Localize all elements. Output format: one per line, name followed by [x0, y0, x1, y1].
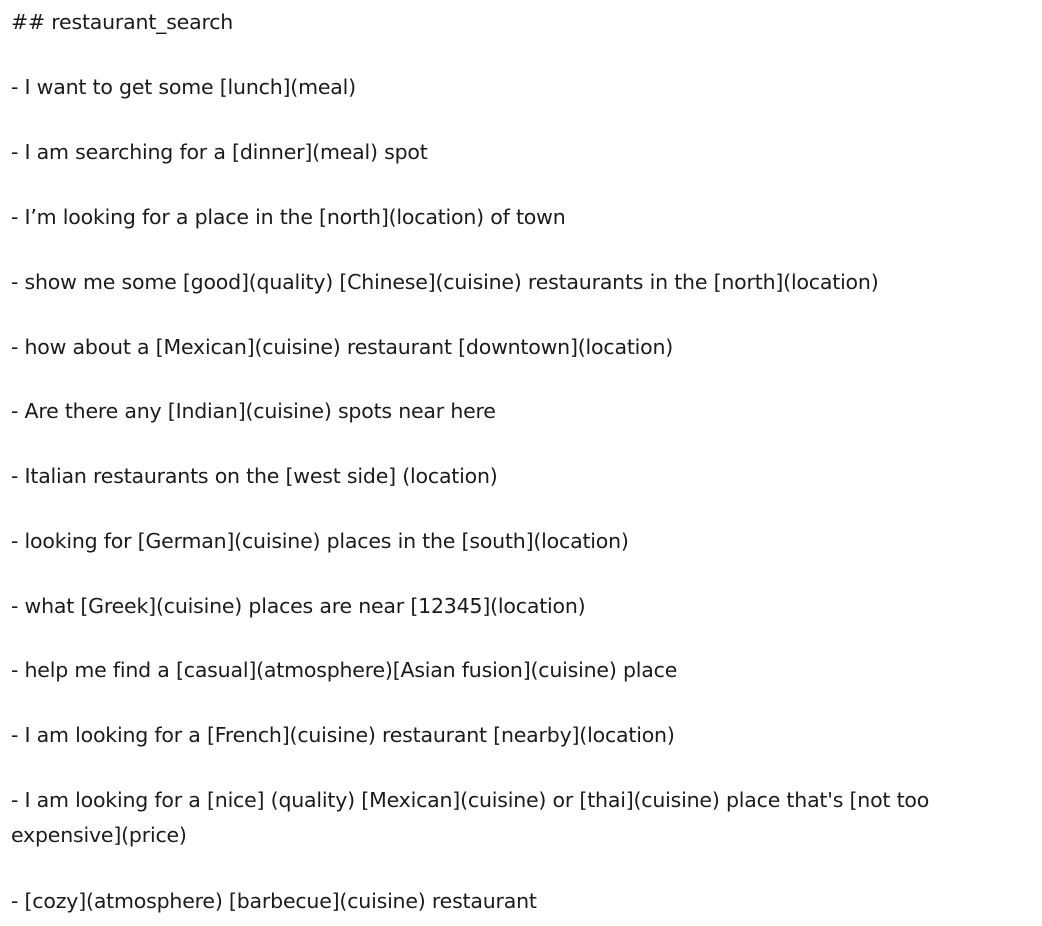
example-line: - [cozy](atmosphere) [barbecue](cuisine)… [11, 889, 537, 913]
example-line: - show me some [good](quality) [Chinese]… [11, 270, 879, 294]
example-line: - what [Greek](cuisine) places are near … [11, 594, 586, 618]
section-heading: ## restaurant_search [11, 10, 234, 34]
example-line: - help me find a [casual](atmosphere)[As… [11, 658, 678, 682]
example-line: - I am looking for a [nice] (quality) [M… [11, 788, 930, 847]
example-line: - Are there any [Indian](cuisine) spots … [11, 399, 496, 423]
example-line: - how about a [Mexican](cuisine) restaur… [11, 335, 674, 359]
example-line: - I am looking for a [French](cuisine) r… [11, 723, 675, 747]
example-line: - looking for [German](cuisine) places i… [11, 529, 629, 553]
example-line: - I’m looking for a place in the [north]… [11, 205, 566, 229]
example-line: - I want to get some [lunch](meal) [11, 75, 356, 99]
example-line: - I am searching for a [dinner](meal) sp… [11, 140, 428, 164]
example-line: - Italian restaurants on the [west side]… [11, 464, 498, 488]
